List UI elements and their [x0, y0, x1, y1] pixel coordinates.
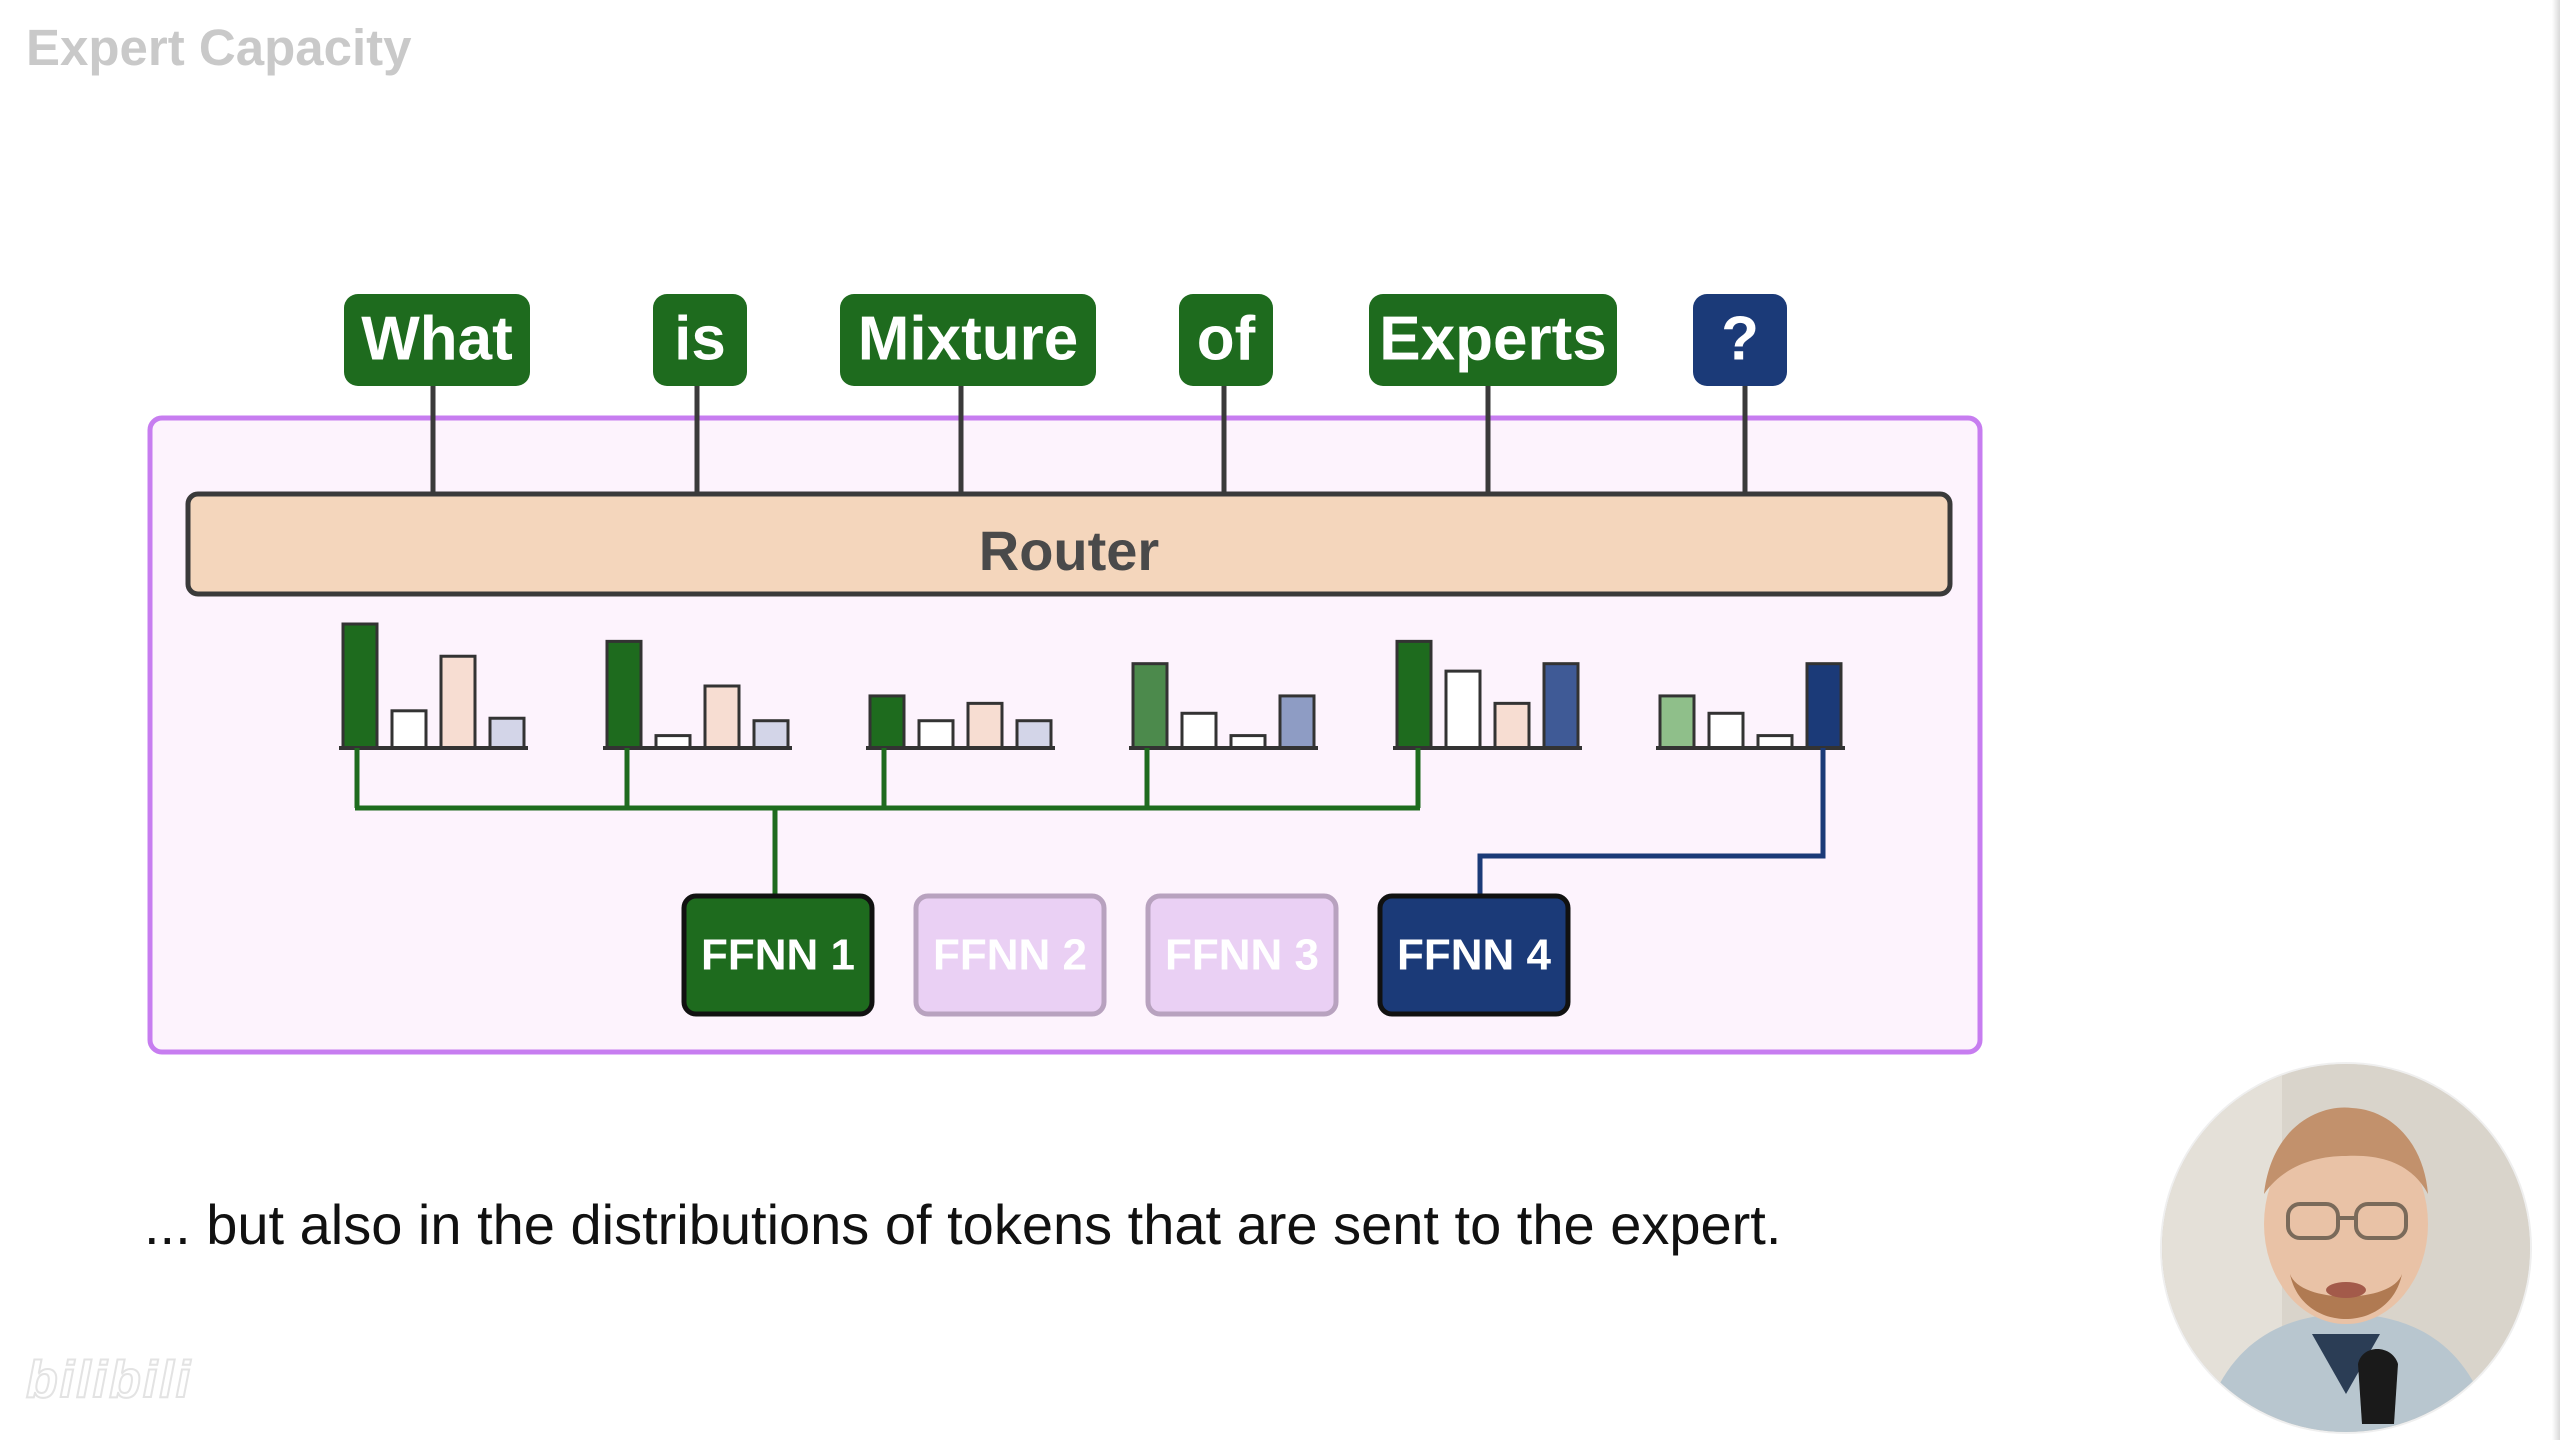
distribution-bar — [605, 639, 643, 750]
token-connectors — [430, 384, 1748, 494]
distribution-bar — [868, 694, 906, 750]
router-label: Router — [979, 519, 1159, 582]
presenter-avatar — [2162, 1064, 2530, 1432]
routing-lines — [354, 748, 1826, 894]
distribution-bar — [1658, 694, 1696, 750]
distribution-bar — [1444, 669, 1482, 750]
token-label: What — [361, 304, 513, 373]
distribution-group — [1393, 639, 1582, 750]
expert-box — [681, 893, 875, 1017]
distribution-bar — [703, 684, 741, 750]
token-box — [1179, 294, 1273, 386]
distribution-bar — [1805, 662, 1843, 750]
routing-line-to-ffnn4 — [1477, 748, 1826, 894]
router-distributions — [339, 622, 1845, 750]
distribution-bar — [1278, 694, 1316, 750]
distribution-bar — [390, 709, 428, 750]
token-box — [840, 294, 1096, 386]
distribution-group — [1656, 662, 1845, 750]
distribution-bar — [1395, 639, 1433, 750]
expert-box — [913, 893, 1107, 1017]
distribution-bar — [1707, 711, 1745, 750]
distribution-bar — [1015, 719, 1053, 750]
token-label: Experts — [1379, 304, 1606, 373]
distribution-bar — [1180, 711, 1218, 750]
distribution-bar — [341, 622, 379, 750]
token-box — [653, 294, 747, 386]
router-box — [185, 491, 1953, 597]
expert-label: FFNN 1 — [701, 931, 855, 980]
caption-text: ... but also in the distributions of tok… — [144, 1193, 1782, 1256]
distribution-group — [866, 694, 1055, 750]
distribution-bar — [917, 719, 955, 750]
token-box — [1693, 294, 1787, 386]
bilibili-watermark: bilibili — [25, 1350, 193, 1410]
page-title: Expert Capacity — [26, 19, 412, 76]
expert-label: FFNN 4 — [1397, 931, 1552, 980]
token-label: ? — [1721, 304, 1759, 373]
distribution-bar — [752, 719, 790, 750]
expert-label: FFNN 3 — [1165, 931, 1319, 980]
distribution-bar — [439, 654, 477, 750]
token-box — [1369, 294, 1617, 386]
expert-box — [1145, 893, 1339, 1017]
token-label: Mixture — [858, 304, 1078, 373]
distribution-bar — [1131, 662, 1169, 750]
presenter-webcam — [2162, 1064, 2530, 1432]
expert-label: FFNN 2 — [933, 931, 1087, 980]
distribution-group — [603, 639, 792, 750]
token-row: What is Mixture of Experts? — [344, 294, 1787, 386]
distribution-bar — [488, 716, 526, 750]
distribution-group — [339, 622, 528, 750]
distribution-bar — [966, 701, 1004, 750]
window-edge — [2552, 0, 2560, 1440]
distribution-bar — [1493, 701, 1531, 750]
expert-box — [1377, 893, 1571, 1017]
token-box — [344, 294, 530, 386]
token-label: is — [674, 304, 726, 373]
token-label: of — [1197, 304, 1256, 373]
distribution-group — [1129, 662, 1318, 750]
expert-row: FFNN 1 FFNN 2 FFNN 3 FFNN 4 — [681, 893, 1571, 1017]
distribution-bar — [1542, 662, 1580, 750]
